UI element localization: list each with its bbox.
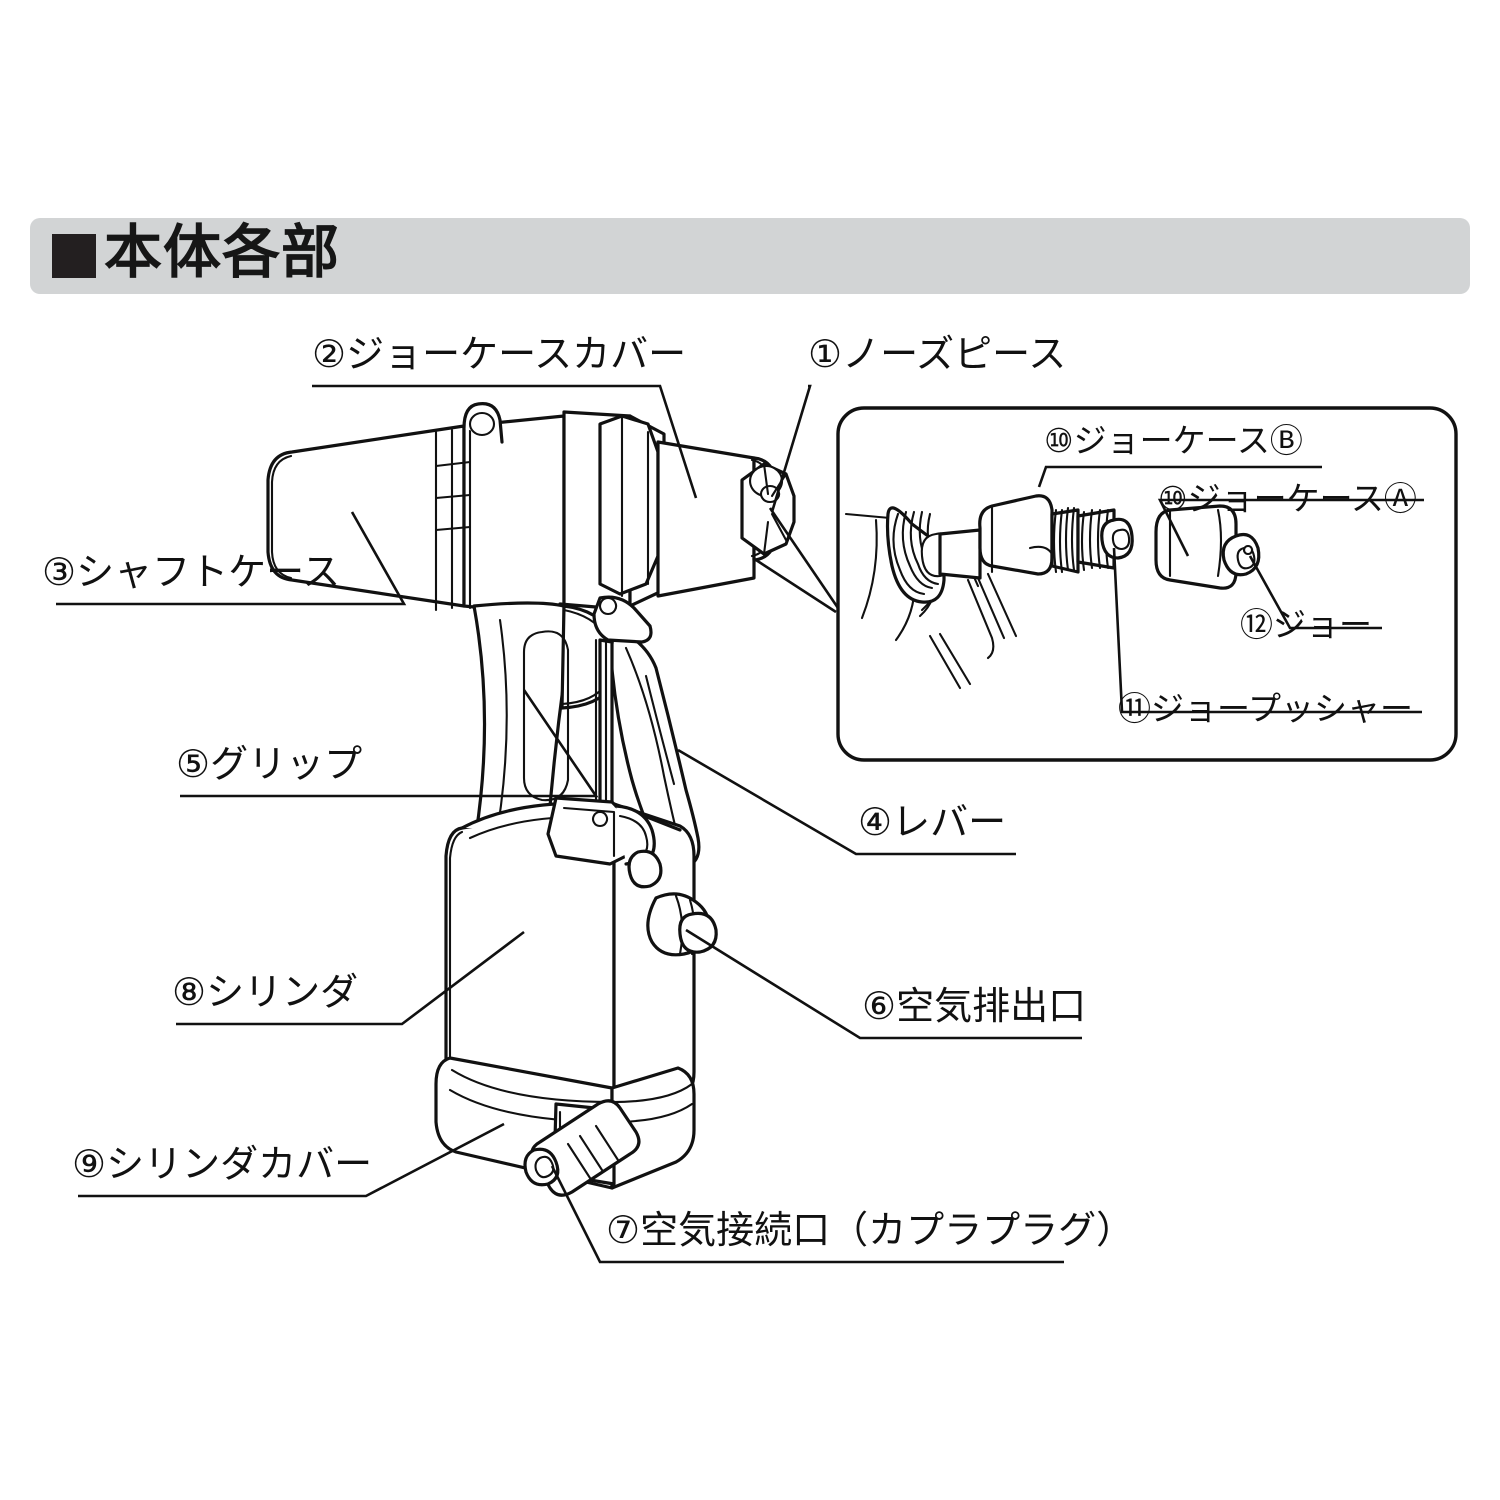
callout-12-jaw: ⑫ジョー [1240,606,1372,643]
section-header-bar: 本体各部 [30,218,1470,294]
callout-2-jaw-case-cover: ②ジョーケースカバー [312,334,687,376]
jaw-case-cover-part [562,410,778,618]
callout-10-jaw-case-a: ⑩ジョーケースⒶ [1158,480,1417,517]
cylinder-cover-part [434,1056,696,1190]
callout-9-cylinder-cover: ⑨シリンダカバー [72,1144,373,1186]
callout-3-shaft-case: ③シャフトケース [42,552,341,594]
callout-7-air-connection-port: ⑦空気接続口（カプラプラグ） [606,1210,1135,1252]
callout-5-grip: ⑤グリップ [176,744,363,786]
lever-part [592,595,701,874]
tool-housing-part [472,601,634,898]
callout-11-jaw-pusher: ⑪ジョープッシャー [1118,690,1414,727]
nose-piece-part [740,462,796,556]
cylinder-part [444,796,696,1124]
air-coupler-plug-part [523,1099,641,1197]
tool-main-illustration [266,401,796,1197]
inset-illustration [844,494,1261,690]
callout-6-air-exhaust-port: ⑥空気排出口 [862,986,1087,1028]
callout-8-cylinder: ⑧シリンダ [172,972,359,1014]
hanger-loop-part [462,401,504,444]
callout-4-lever: ④レバー [858,802,1007,844]
air-exhaust-port-part [646,892,718,957]
callout-1-nose-piece: ①ノーズピース [808,334,1067,376]
square-bullet-icon [52,234,96,278]
callout-10-jaw-case-b: ⑩ジョーケースⒷ [1044,422,1303,459]
page-title: 本体各部 [104,220,341,285]
